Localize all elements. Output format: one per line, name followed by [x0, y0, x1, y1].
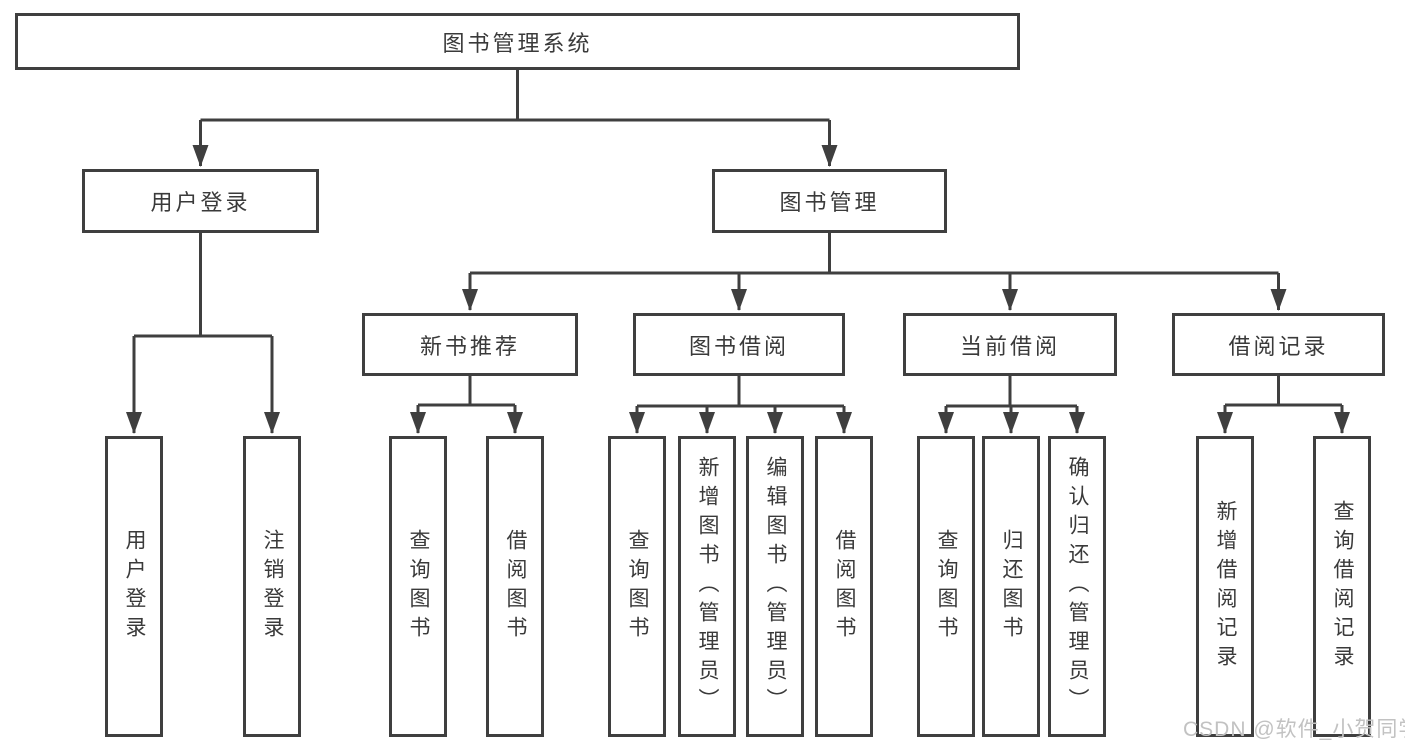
leaf-return-book: 归还图书: [982, 436, 1040, 737]
node-user-login-label: 用户登录: [150, 190, 251, 215]
node-book-management: 图书管理: [712, 169, 947, 233]
leaf-user-login: 用户登录: [105, 436, 163, 737]
node-borrowing-records: 借阅记录: [1172, 313, 1385, 376]
leaf-query-book-current-label: 查询图书: [935, 528, 958, 645]
node-user-login: 用户登录: [82, 169, 319, 233]
node-book-borrowing-label: 图书借阅: [688, 333, 789, 359]
leaf-query-borrow-record-label: 查询借阅记录: [1331, 499, 1354, 674]
connector-user-login-children: [126, 233, 280, 434]
node-new-book-recommend-label: 新书推荐: [419, 333, 520, 359]
connector-borrowing-records-children: [1217, 376, 1350, 434]
leaf-query-book-borrowing-label: 查询图书: [626, 528, 649, 645]
leaf-return-book-label: 归还图书: [1000, 528, 1023, 645]
watermark: CSDN @软件_小贺同学: [1183, 718, 1405, 741]
node-new-book-recommend: 新书推荐: [362, 313, 578, 376]
leaf-edit-book-admin: 编辑图书（管理员）: [746, 436, 804, 737]
leaf-add-book-admin: 新增图书（管理员）: [678, 436, 736, 737]
leaf-confirm-return-admin-label: 确认归还（管理员）: [1066, 456, 1089, 717]
leaf-borrow-book-borrowing: 借阅图书: [815, 436, 873, 737]
leaf-confirm-return-admin: 确认归还（管理员）: [1048, 436, 1106, 737]
leaf-query-book-newbook-label: 查询图书: [407, 528, 430, 645]
connector-current-borrowing-children: [938, 376, 1085, 434]
connector-root-to-level2: [192, 70, 838, 167]
leaf-query-book-newbook: 查询图书: [389, 436, 447, 737]
leaf-edit-book-admin-label: 编辑图书（管理员）: [764, 456, 787, 717]
node-root-label: 图书管理系统: [442, 30, 593, 56]
node-book-borrowing: 图书借阅: [633, 313, 845, 376]
connector-new-book-children: [410, 376, 523, 434]
leaf-query-book-borrowing: 查询图书: [608, 436, 666, 737]
leaf-borrow-book-borrowing-label: 借阅图书: [833, 528, 856, 645]
node-book-management-label: 图书管理: [779, 190, 880, 215]
leaf-user-login-label: 用户登录: [123, 528, 146, 645]
node-current-borrowing: 当前借阅: [903, 313, 1117, 376]
leaf-add-book-admin-label: 新增图书（管理员）: [696, 456, 719, 717]
leaf-query-borrow-record: 查询借阅记录: [1313, 436, 1371, 737]
connector-book-borrowing-children: [629, 376, 852, 434]
leaf-logout: 注销登录: [243, 436, 301, 737]
node-borrowing-records-label: 借阅记录: [1228, 333, 1329, 359]
leaf-add-borrow-record: 新增借阅记录: [1196, 436, 1254, 737]
node-current-borrowing-label: 当前借阅: [959, 333, 1060, 359]
leaf-borrow-book-newbook: 借阅图书: [486, 436, 544, 737]
leaf-add-borrow-record-label: 新增借阅记录: [1214, 499, 1237, 674]
leaf-query-book-current: 查询图书: [917, 436, 975, 737]
connector-book-management-children: [462, 233, 1287, 311]
leaf-logout-label: 注销登录: [261, 528, 284, 645]
node-root: 图书管理系统: [15, 13, 1020, 70]
leaf-borrow-book-newbook-label: 借阅图书: [504, 528, 527, 645]
